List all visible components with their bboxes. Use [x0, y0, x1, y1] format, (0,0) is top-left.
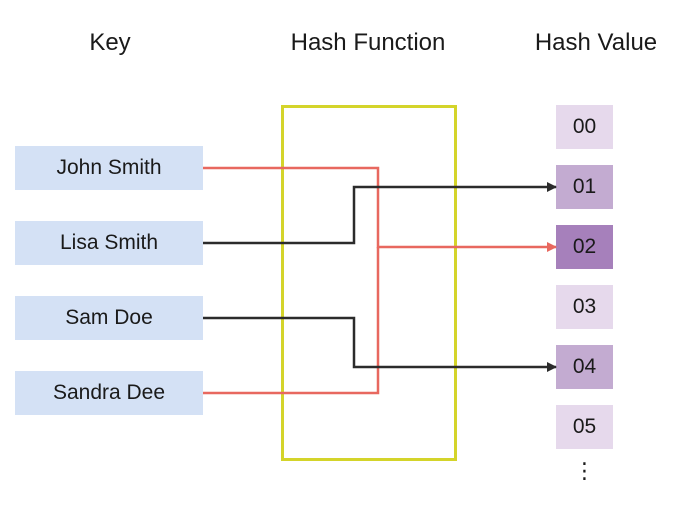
bucket-05: 05 — [556, 405, 613, 449]
bucket-00: 00 — [556, 105, 613, 149]
hash-function-column-header: Hash Function — [290, 29, 446, 56]
bucket-02: 02 — [556, 225, 613, 269]
bucket-01: 01 — [556, 165, 613, 209]
hash-function-box — [281, 105, 457, 461]
wire-sandra-dee-to-02 — [203, 247, 380, 395]
wire-lisa-smith-to-01 — [203, 182, 557, 245]
wire-sam-doe-to-04 — [203, 316, 557, 372]
wire-john-smith-to-02 — [203, 166, 557, 252]
hash-value-column-header: Hash Value — [534, 29, 658, 56]
more-buckets-ellipsis: ⋮ — [573, 458, 596, 483]
key-sandra-dee: Sandra Dee — [15, 371, 203, 415]
bucket-04: 04 — [556, 345, 613, 389]
key-john-smith: John Smith — [15, 146, 203, 190]
key-lisa-smith: Lisa Smith — [15, 221, 203, 265]
key-column-header: Key — [89, 29, 131, 56]
bucket-03: 03 — [556, 285, 613, 329]
key-sam-doe: Sam Doe — [15, 296, 203, 340]
